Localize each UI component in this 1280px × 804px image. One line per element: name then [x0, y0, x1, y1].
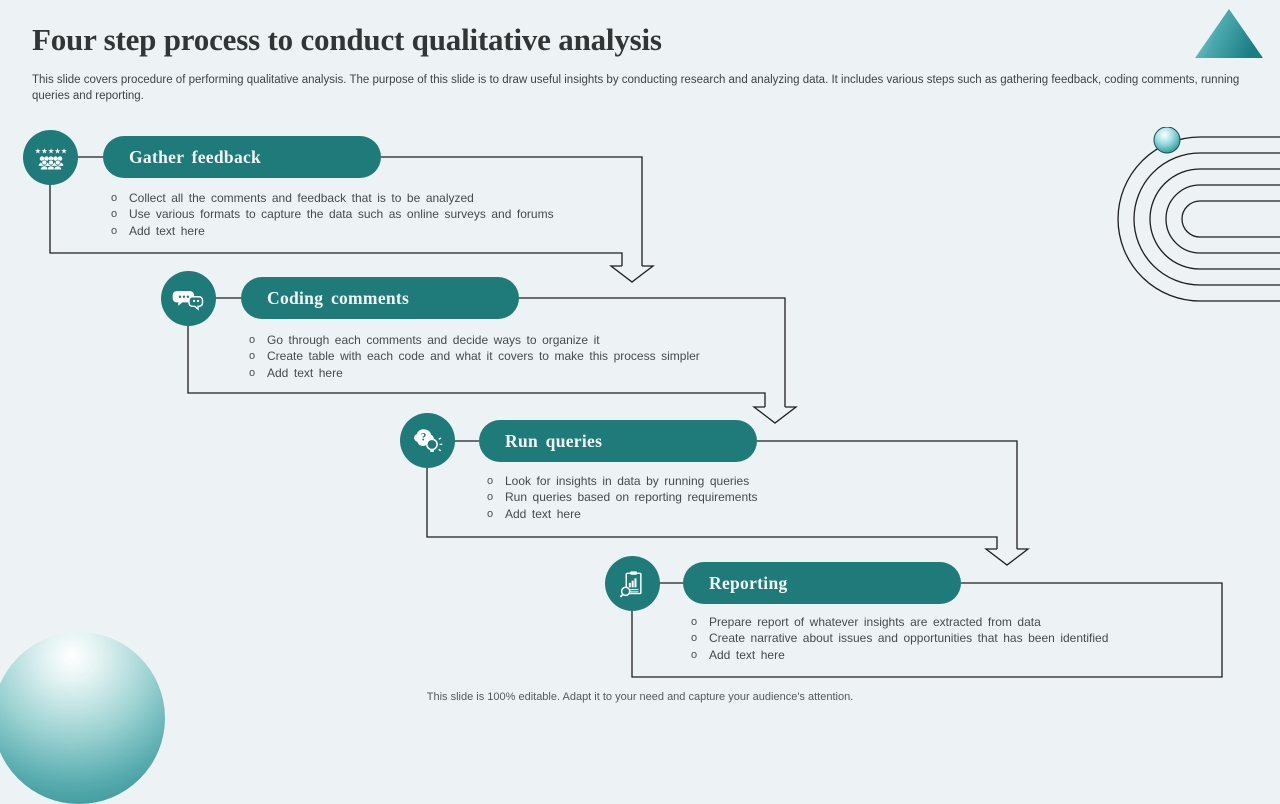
step2-icon-circle	[161, 271, 216, 326]
list-item: o Run queries based on reporting require…	[487, 490, 758, 505]
list-item: o Add text here	[691, 647, 785, 662]
bullet-marker: o	[691, 632, 698, 645]
bullet-marker: o	[487, 475, 494, 487]
step2-label: Coding comments	[267, 287, 410, 308]
triangle-icon	[1195, 9, 1263, 58]
step3-label-pill: Run queries	[479, 420, 757, 462]
arrow-down-icon	[984, 548, 1030, 566]
bullet-marker: o	[249, 366, 256, 379]
step4-bullets: o Prepare report of whatever insights ar…	[691, 614, 1108, 663]
step1-label-pill: Gather feedback	[103, 136, 381, 178]
footer-note: This slide is 100% editable. Adapt it to…	[426, 691, 854, 703]
list-item: o Create narrative about issues and oppo…	[691, 631, 1109, 646]
page-title: Four step process to conduct qualitative…	[32, 22, 662, 57]
audience-stars-icon: ★★★★★	[34, 146, 67, 170]
bullet-marker: o	[111, 192, 118, 204]
brain-bulb-icon: ?	[413, 428, 442, 452]
racetrack-icon	[1117, 127, 1280, 302]
list-item: o Add text here	[111, 223, 205, 238]
bullet-marker: o	[111, 224, 118, 237]
arrow-down-icon	[609, 265, 655, 283]
step1-bullets: o Collect all the comments and feedback …	[111, 190, 554, 239]
sphere-small-icon	[1153, 127, 1181, 154]
decor-triangle	[1190, 5, 1270, 61]
step4-label-pill: Reporting	[683, 562, 961, 604]
svg-text:★★★★★: ★★★★★	[34, 146, 67, 155]
list-item: o Go through each comments and decide wa…	[249, 333, 600, 347]
step3-label: Run queries	[505, 430, 603, 451]
bullet-marker: o	[249, 334, 256, 346]
list-item: o Look for insights in data by running q…	[487, 474, 750, 488]
decor-racetrack	[1110, 127, 1280, 312]
slide: { "slide": { "title": "Four step process…	[0, 5, 1280, 804]
list-item: o Collect all the comments and feedback …	[111, 191, 474, 205]
bullet-marker: o	[487, 507, 494, 520]
step3-bullets: o Look for insights in data by running q…	[487, 473, 757, 522]
bullet-marker: o	[691, 648, 698, 661]
step1-icon-circle: ★★★★★	[23, 130, 78, 185]
step2-label-pill: Coding comments	[241, 277, 519, 319]
connector-lines	[49, 156, 1223, 678]
report-magnifier-icon	[619, 570, 642, 597]
step4-label: Reporting	[709, 572, 788, 593]
bullet-marker: o	[487, 491, 494, 504]
step1-label: Gather feedback	[129, 146, 262, 167]
bullet-marker: o	[249, 350, 256, 363]
bullet-marker: o	[691, 616, 698, 628]
step3-icon-circle: ?	[400, 413, 455, 468]
chat-bubbles-icon	[172, 290, 203, 311]
arrow-down-icon	[752, 406, 798, 424]
list-item: o Prepare report of whatever insights ar…	[691, 615, 1041, 629]
step2-bullets: o Go through each comments and decide wa…	[249, 332, 700, 381]
bullet-marker: o	[111, 208, 118, 221]
svg-text:?: ?	[420, 431, 426, 443]
list-item: o Use various formats to capture the dat…	[111, 207, 554, 222]
list-item: o Create table with each code and what i…	[249, 349, 700, 364]
step4-icon-circle	[605, 556, 660, 611]
list-item: o Add text here	[249, 365, 343, 380]
slide-description: This slide covers procedure of performin…	[32, 74, 1240, 102]
list-item: o Add text here	[487, 506, 581, 521]
